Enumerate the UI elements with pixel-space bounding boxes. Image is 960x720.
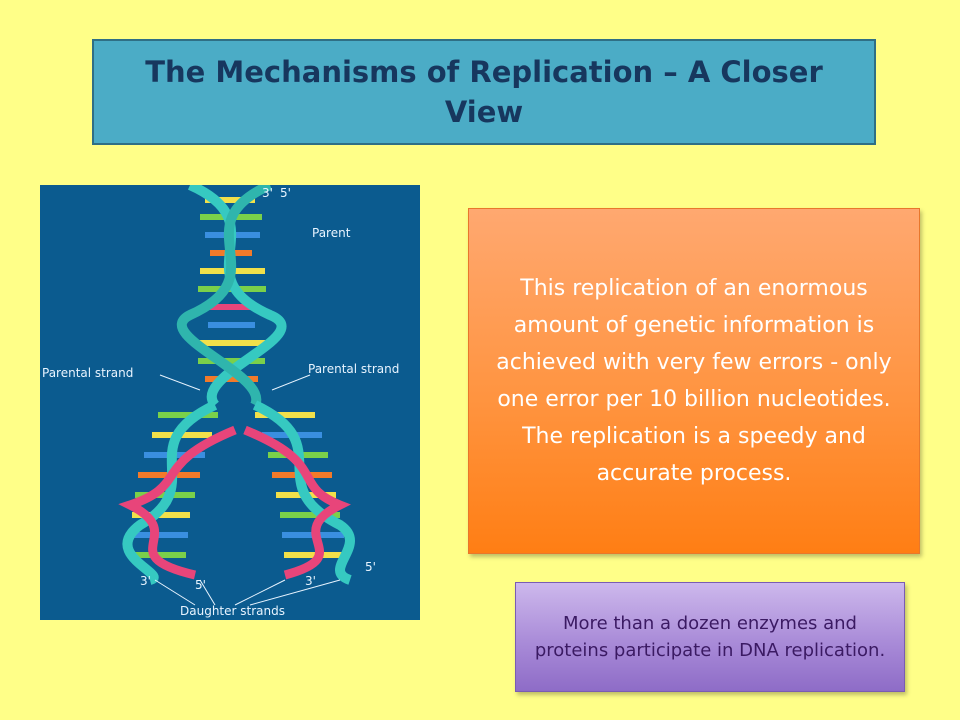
parental-strand-right-label: Parental strand	[308, 362, 399, 376]
right-daughter-helix	[243, 400, 355, 585]
replication-info-text: This replication of an enormous amount o…	[496, 276, 892, 486]
slide-title: The Mechanisms of Replication – A Closer…	[92, 39, 876, 145]
parent-label: Parent	[312, 226, 351, 240]
end-3-top-label: 3'	[262, 186, 273, 200]
end-3-right-label: 3'	[305, 574, 316, 588]
replication-info-box: This replication of an enormous amount o…	[468, 208, 920, 554]
parent-helix	[176, 185, 287, 409]
parental-strand-left-label: Parental strand	[42, 366, 133, 380]
end-5-left-label: 5'	[195, 578, 206, 592]
left-daughter-helix	[118, 400, 237, 585]
end-3-left-label: 3'	[140, 574, 151, 588]
enzyme-info-text: More than a dozen enzymes and proteins p…	[534, 613, 886, 661]
end-5-right-label: 5'	[365, 560, 376, 574]
daughter-strands-label: Daughter strands	[180, 604, 285, 618]
slide-title-text: The Mechanisms of Replication – A Closer…	[145, 55, 823, 129]
end-5-top-label: 5'	[280, 186, 291, 200]
dna-diagram-svg: Parent Parental strand Parental strand D…	[42, 185, 399, 618]
enzyme-info-box: More than a dozen enzymes and proteins p…	[515, 582, 905, 692]
dna-replication-diagram: Parent Parental strand Parental strand D…	[40, 185, 420, 620]
